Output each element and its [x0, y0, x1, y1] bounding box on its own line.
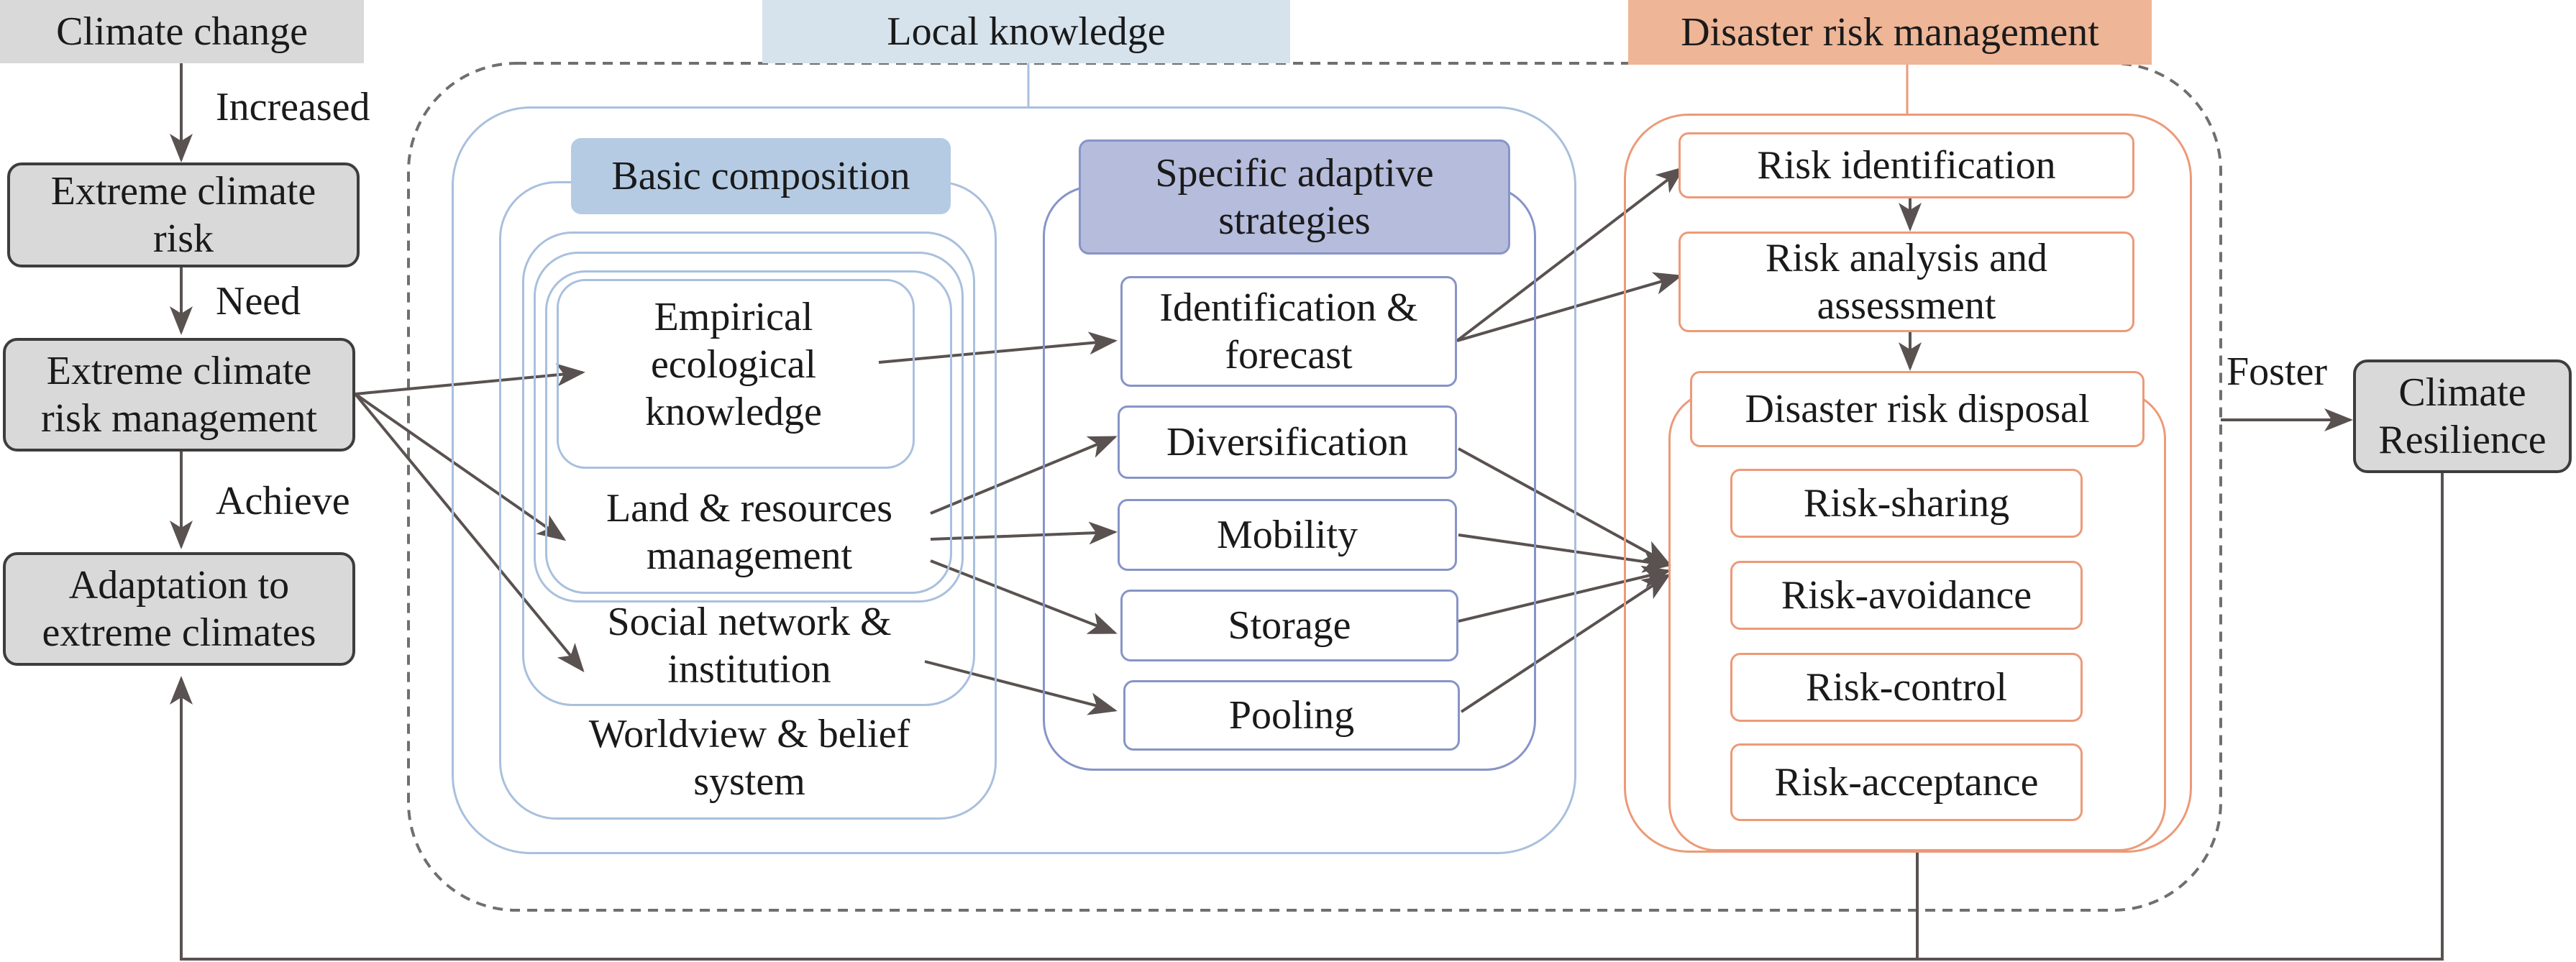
risk-identification-box: Risk identification [1678, 132, 2134, 198]
basic-composition-outline-4 [545, 270, 952, 594]
risk-analysis-box: Risk analysis and assessment [1678, 232, 2134, 332]
achieve-label: Achieve [216, 479, 350, 523]
local-knowledge-header: Local knowledge [762, 0, 1290, 63]
foster-label: Foster [2226, 349, 2327, 394]
arrow-identification-to-risk-identification [1456, 166, 1686, 342]
risk-avoidance-box: Risk-avoidance [1730, 561, 2083, 630]
strategies-header: Specific adaptive strategies [1079, 139, 1510, 255]
local-knowledge-container [452, 106, 1576, 854]
arrow-pooling-to-disposal [1460, 573, 1671, 713]
strategy-storage: Storage [1120, 590, 1458, 661]
social-network-institution: Social network & institution [607, 600, 892, 692]
adaptation-label: Adaptation to extreme climates [42, 563, 316, 655]
extreme-climate-risk-management-box: Extreme climate risk management [3, 338, 355, 452]
arrow-mgmt-to-social [354, 393, 585, 673]
strategy-pooling: Pooling [1123, 680, 1460, 751]
local-knowledge-title: Local knowledge [887, 9, 1166, 54]
climate-resilience-box: Climate Resilience [2353, 359, 2572, 473]
climate-resilience-label: Climate Resilience [2378, 370, 2547, 462]
basic-composition-title: Basic composition [611, 154, 910, 198]
worldview-belief-system: Worldview & belief system [588, 712, 910, 804]
arrow-mobility-to-disposal [1458, 533, 1671, 573]
risk-control-box: Risk-control [1730, 653, 2083, 722]
disposal-header-box: Disaster risk disposal [1690, 371, 2145, 447]
strategy-identification-forecast: Identification & forecast [1120, 276, 1457, 387]
extreme-climate-risk-management-label: Extreme climate risk management [40, 349, 318, 441]
risk-acceptance-box: Risk-acceptance [1730, 743, 2083, 821]
drm-title: Disaster risk management [1681, 10, 2099, 55]
strategies-title: Specific adaptive strategies [1155, 151, 1434, 243]
climate-change-label: Climate change [56, 9, 308, 54]
increased-label: Increased [216, 85, 370, 129]
risk-analysis-label: Risk analysis and assessment [1766, 236, 2047, 328]
basic-composition-header: Basic composition [571, 138, 951, 214]
extreme-climate-risk-box: Extreme climate risk [7, 162, 360, 267]
risk-sharing-box: Risk-sharing [1730, 469, 2083, 538]
arrow-empirical-to-identification [878, 331, 1118, 364]
land-resources-management: Land & resources management [606, 486, 893, 578]
basic-composition-outline-5 [557, 279, 915, 469]
strategy-mobility: Mobility [1118, 499, 1457, 571]
adaptation-box: Adaptation to extreme climates [3, 552, 355, 666]
arrow-mgmt-to-empirical [355, 363, 585, 395]
arrow-land-to-storage [930, 559, 1118, 634]
basic-composition-outline-2 [522, 232, 975, 706]
strategy-identification-forecast-label: Identification & forecast [1159, 285, 1418, 377]
arrow-identification-to-risk-analysis [1456, 272, 1683, 342]
arrow-diversification-to-disposal [1458, 447, 1671, 565]
drm-header: Disaster risk management [1628, 0, 2152, 65]
arrow-land-to-diversification [930, 436, 1118, 515]
outer-dashed-container [407, 62, 2222, 912]
extreme-climate-risk-label: Extreme climate risk [50, 169, 316, 261]
strategy-pooling-label: Pooling [1228, 693, 1355, 738]
arrow-land-to-mobility [930, 521, 1118, 545]
arrow-mgmt-to-land [354, 393, 567, 541]
need-label: Need [216, 279, 301, 324]
arrow-storage-to-disposal [1458, 565, 1671, 623]
empirical-ecological-knowledge: Empirical ecological knowledge [645, 295, 822, 434]
risk-control-label: Risk-control [1806, 665, 2007, 710]
basic-composition-outline-3 [534, 252, 964, 603]
strategy-diversification: Diversification [1118, 406, 1457, 479]
risk-identification-label: Risk identification [1757, 143, 2056, 188]
strategy-storage-label: Storage [1228, 603, 1351, 648]
climate-change-box: Climate change [0, 0, 364, 63]
disposal-title: Disaster risk disposal [1745, 387, 2090, 431]
strategy-mobility-label: Mobility [1216, 513, 1358, 557]
feedback-loop-line [170, 473, 2444, 961]
drm-container [1624, 114, 2192, 853]
risk-acceptance-label: Risk-acceptance [1774, 760, 2039, 805]
strategy-diversification-label: Diversification [1166, 420, 1408, 464]
risk-sharing-label: Risk-sharing [1803, 481, 2010, 526]
risk-avoidance-label: Risk-avoidance [1781, 573, 2032, 618]
